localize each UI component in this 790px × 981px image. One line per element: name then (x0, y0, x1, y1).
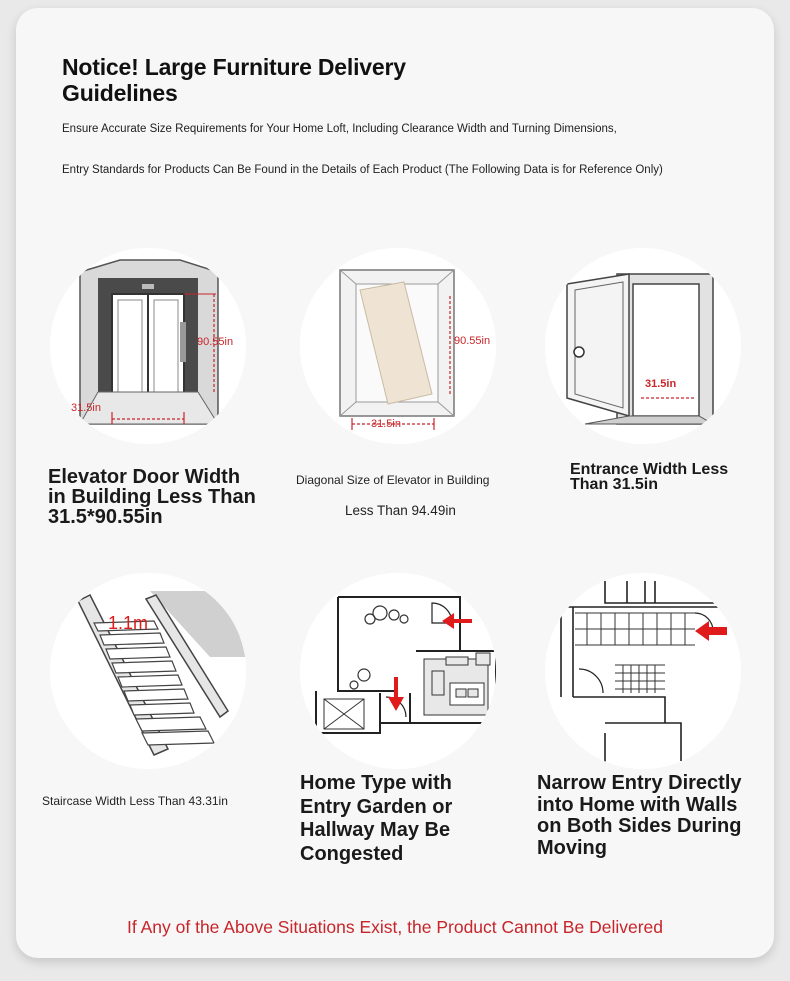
narrow-entry-illustration (545, 573, 741, 769)
elevator-diagonal-illustration (300, 248, 496, 444)
entrance-width-label: 31.5in (645, 378, 677, 390)
entry-garden-caption: Home Type with Entry Garden or Hallway M… (300, 772, 453, 865)
staircase-illustration (50, 573, 246, 769)
elevator-door-illustration (50, 248, 246, 444)
diagonal-caption-line2: Less Than 94.49in (345, 503, 456, 518)
entrance-door-illustration (545, 248, 741, 444)
staircase-width-label: 1.1m (108, 613, 149, 633)
staircase-caption: Staircase Width Less Than 43.31in (42, 794, 228, 808)
elevator-width-label: 31.5in (71, 402, 101, 414)
diagonal-width-label: 31.5in (371, 418, 401, 430)
intro-line-2: Entry Standards for Products Can Be Foun… (62, 164, 663, 176)
delivery-warning: If Any of the Above Situations Exist, th… (126, 917, 663, 937)
narrow-entry-caption: Narrow Entry Directly into Home with Wal… (537, 772, 742, 859)
page-title: Notice! Large Furniture Delivery Guideli… (62, 54, 406, 106)
intro-line-1: Ensure Accurate Size Requirements for Yo… (62, 123, 617, 135)
entrance-caption: Entrance Width Less Than 31.5in (570, 461, 729, 493)
diagonal-height-label: 90.55in (454, 335, 491, 347)
elevator-height-label: 90.55in (197, 336, 234, 348)
entry-garden-floorplan (300, 573, 496, 769)
diagonal-caption-line1: Diagonal Size of Elevator in Building (296, 473, 490, 487)
elevator-door-caption: Elevator Door Width in Building Less Tha… (48, 466, 256, 528)
guidelines-card (16, 8, 774, 958)
